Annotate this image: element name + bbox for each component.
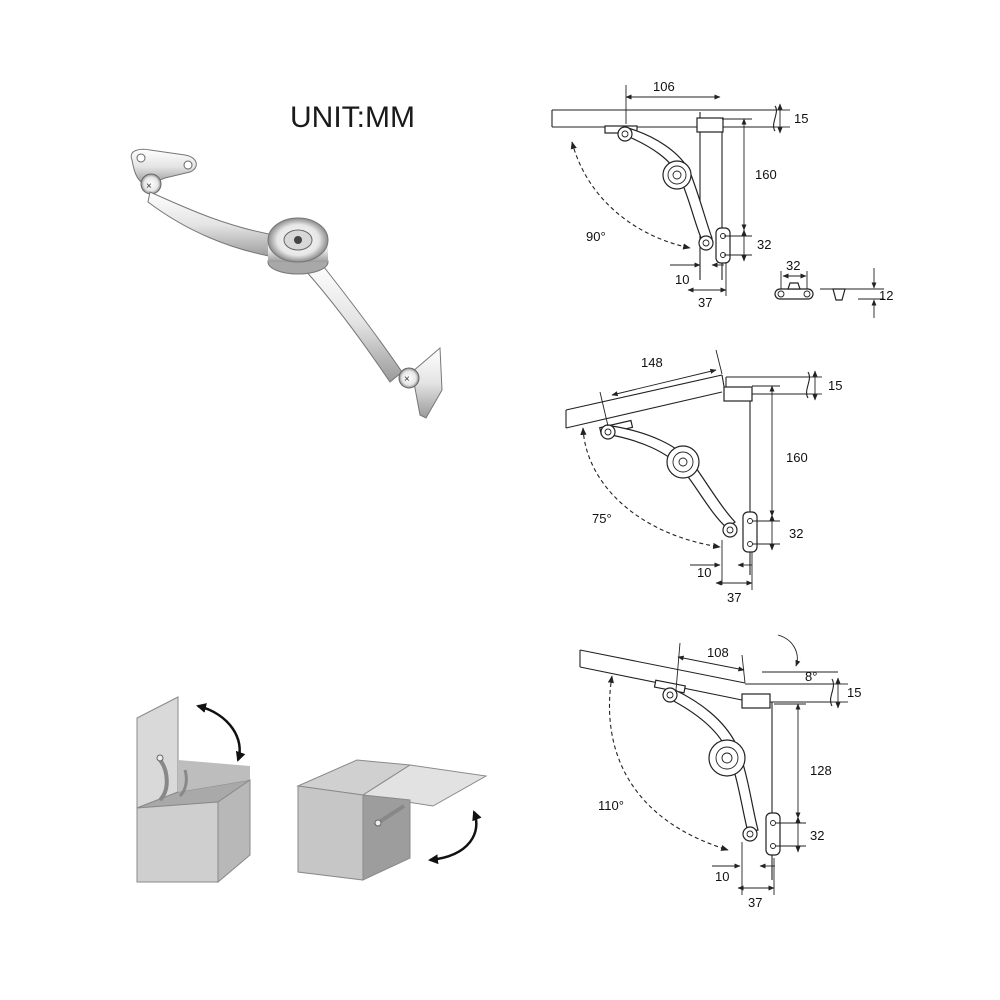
dim-width-37b: 37 — [727, 590, 741, 605]
dim-top-148: 148 — [641, 355, 663, 370]
mount-plate-detail: 32 12 — [774, 258, 893, 318]
dim-top-106: 106 — [653, 79, 675, 94]
dim-holes-32b: 32 — [789, 526, 803, 541]
unit-title: UNIT:MM — [290, 101, 415, 134]
dim-holes-32a: 32 — [757, 237, 771, 252]
diagram-90-degree: 90° 106 15 160 32 10 37 — [551, 79, 808, 310]
dim-offset-10c: 10 — [715, 869, 729, 884]
usage-cabinet-lid-up — [136, 696, 251, 884]
diagram-110-degree: 8° 110° 108 15 128 — [579, 634, 861, 910]
plate-dim-12: 12 — [879, 288, 893, 303]
plate-dim-32: 32 — [786, 258, 800, 273]
dim-top-108: 108 — [707, 645, 729, 660]
dim-width-37a: 37 — [698, 295, 712, 310]
dim-offset-10a: 10 — [675, 272, 689, 287]
dim-thickness-15a: 15 — [794, 111, 808, 126]
svg-text:×: × — [146, 181, 152, 192]
dim-height-160a: 160 — [755, 167, 777, 182]
angle-label-75: 75° — [592, 511, 612, 526]
dim-thickness-15c: 15 — [847, 685, 861, 700]
usage-cabinet-lid-flip — [296, 759, 488, 881]
dim-height-160b: 160 — [786, 450, 808, 465]
dim-height-128: 128 — [810, 763, 832, 778]
diagram-75-degree: 75° 148 15 160 32 10 37 — [565, 349, 842, 605]
hinge-product-photo: × × — [130, 148, 443, 419]
dim-thickness-15b: 15 — [828, 378, 842, 393]
tilt-angle-8: 8° — [805, 669, 817, 684]
dim-width-37c: 37 — [748, 895, 762, 910]
svg-text:×: × — [404, 374, 410, 385]
dim-offset-10b: 10 — [697, 565, 711, 580]
dim-holes-32c: 32 — [810, 828, 824, 843]
angle-label-110: 110° — [598, 798, 624, 813]
angle-label-90: 90° — [586, 229, 606, 244]
